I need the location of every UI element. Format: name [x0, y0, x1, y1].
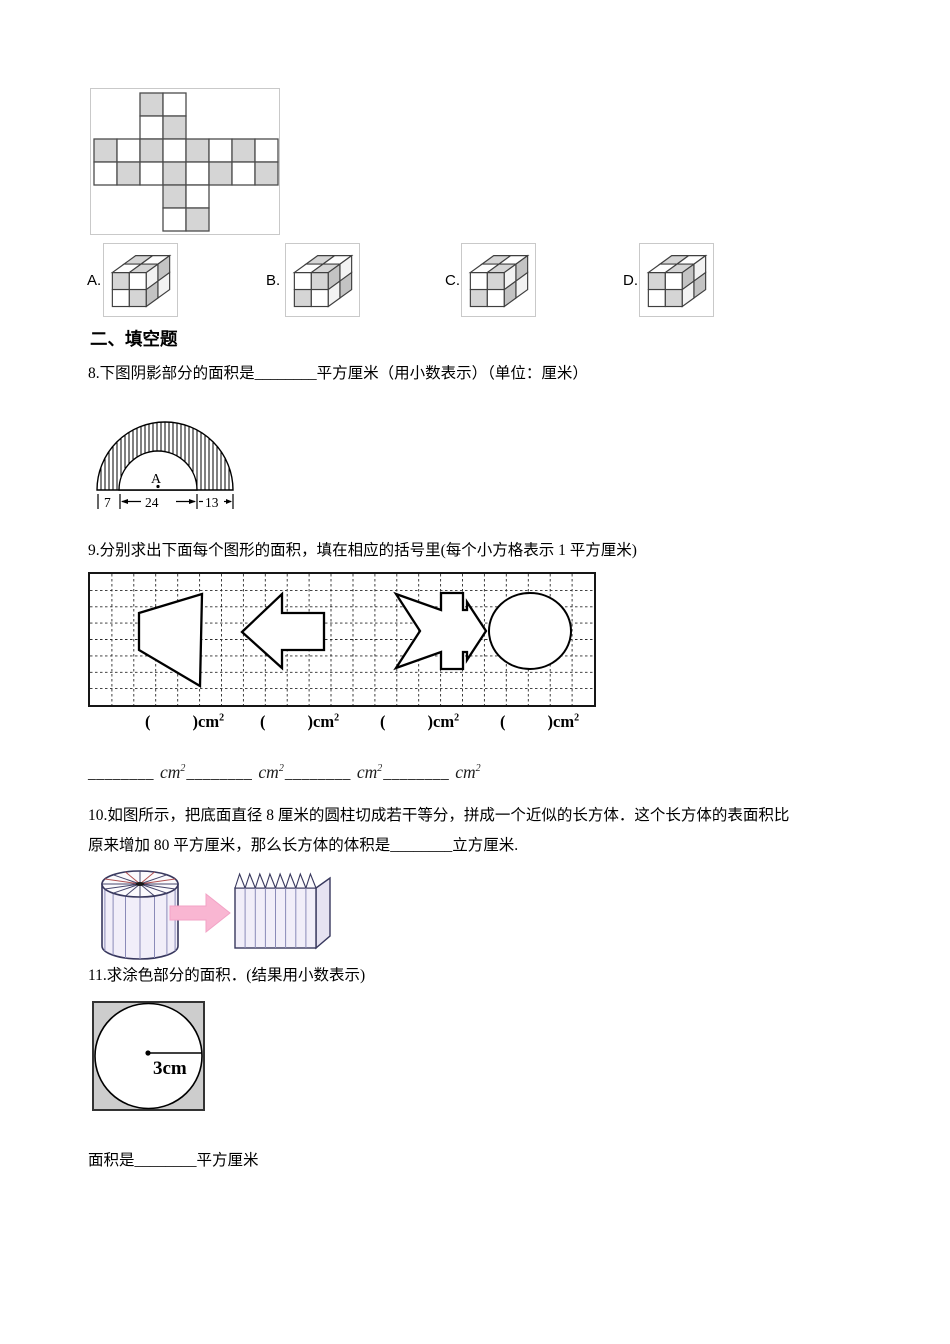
q9-answer-slot: ()cm2 [500, 712, 579, 732]
q9-blank-unit: cm2 [160, 762, 186, 782]
q7-option-label-a: A. [87, 272, 102, 289]
paren-open: ( [500, 712, 506, 731]
q9-blank-line: ________ [88, 765, 154, 782]
q9-blank-unit: cm2 [455, 762, 481, 782]
paren-close: ) [307, 712, 314, 731]
q7-cube-net-figure [90, 88, 280, 235]
q7-option-cube-a [103, 243, 178, 317]
q11-figure: 3cm [92, 1001, 205, 1111]
area-answer-line: 面积是________平方厘米 [88, 1152, 259, 1169]
paren-close: ) [192, 712, 199, 731]
q8-center-dot [156, 484, 160, 489]
q8-text: 8.下图阴影部分的面积是________平方厘米（用小数表示）（单位：厘米） [88, 365, 588, 382]
q9-answer-slot: ()cm2 [260, 712, 339, 732]
q9-blank-unit: cm2 [356, 762, 383, 782]
unit: cm [198, 712, 220, 731]
q10-text-line2: 原来增加 80 平方厘米，那么长方体的体积是________立方厘米. [88, 837, 519, 854]
q8-dim-13: 13 [205, 495, 219, 510]
unit-sup: 2 [334, 712, 340, 724]
paren-close: ) [547, 712, 554, 731]
unit: cm [553, 712, 575, 731]
q7-option-label-c: C. [445, 272, 460, 289]
paren-open: ( [380, 712, 386, 731]
unit: cm [433, 712, 455, 731]
q9-blank-line: ________ [186, 765, 253, 782]
q11-text: 11.求涂色部分的面积．(结果用小数表示) [88, 967, 366, 984]
q9-blank-unit: cm2 [258, 762, 284, 782]
q8-label-a: A [151, 472, 162, 487]
unit-sup: 2 [219, 712, 225, 724]
paren-open: ( [145, 712, 151, 731]
q7-option-cube-d [639, 243, 714, 317]
q8-figure: A 7 24 13 [95, 416, 245, 520]
paren-close: ) [427, 712, 434, 731]
q10-figure [88, 860, 338, 965]
q7-option-label-b: B. [266, 272, 281, 289]
q9-blank-answers-row: ________cm2________cm2________cm2_______… [88, 762, 482, 783]
q9-blank-line: ________ [284, 765, 351, 782]
q9-blank-line: ________ [383, 765, 450, 782]
q9-answer-slot: ()cm2 [380, 712, 459, 732]
q8-dim-7: 7 [104, 495, 111, 510]
q8-dim-24: 24 [145, 495, 159, 510]
unit: cm [313, 712, 335, 731]
q9-grid-figure [88, 572, 596, 707]
q9-answer-slot: ()cm2 [145, 712, 224, 732]
unit-sup: 2 [574, 712, 580, 724]
q8-inner-semicircle [118, 450, 198, 491]
q10-text-line1: 10.如图所示，把底面直径 8 厘米的圆柱切成若干等分，拼成一个近似的长方体．这… [88, 807, 790, 824]
q7-option-cube-c [461, 243, 536, 317]
q7-option-cube-b [285, 243, 360, 317]
paren-open: ( [260, 712, 266, 731]
q7-option-label-d: D. [623, 272, 638, 289]
q9-text: 9.分别求出下面每个图形的面积，填在相应的括号里(每个小方格表示 1 平方厘米) [88, 542, 637, 559]
unit-sup: 2 [454, 712, 460, 724]
q8-dimension-arrows [121, 499, 232, 504]
section-header: 二、填空题 [90, 329, 178, 349]
q11-circle [94, 1002, 203, 1110]
q11-radius-label: 3cm [153, 1058, 187, 1079]
